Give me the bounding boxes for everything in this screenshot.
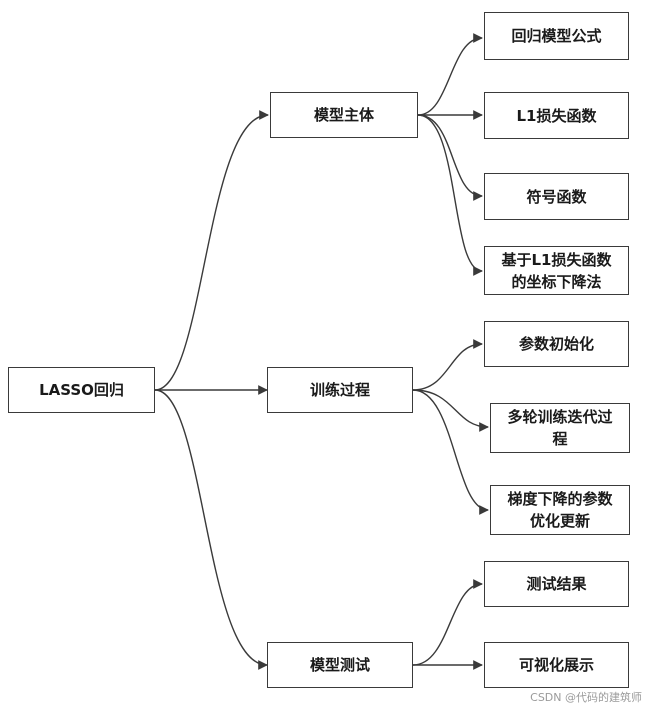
watermark: CSDN @代码的建筑师 (530, 691, 642, 704)
branch-node-training: 训练过程 (267, 367, 413, 413)
leaf-node: L1损失函数 (484, 92, 629, 139)
leaf-node: 可视化展示 (484, 642, 629, 688)
edge-root-branch-2 (154, 389, 268, 670)
leaf-node: 测试结果 (484, 561, 629, 607)
edge-b0-c2 (417, 114, 483, 201)
leaf-node: 回归模型公式 (484, 12, 629, 60)
edge-b2-c0 (412, 579, 483, 666)
edge-root-branch-0 (154, 110, 269, 391)
leaf-node: 基于L1损失函数 的坐标下降法 (484, 246, 629, 295)
root-node: LASSO回归 (8, 367, 155, 413)
edge-b0-c0 (417, 33, 483, 116)
edge-b1-c1 (412, 389, 489, 432)
branch-node-testing: 模型测试 (267, 642, 413, 688)
leaf-node: 符号函数 (484, 173, 629, 220)
edge-b0-c3 (417, 114, 483, 276)
leaf-node: 参数初始化 (484, 321, 629, 367)
branch-node-model-body: 模型主体 (270, 92, 418, 138)
leaf-node: 梯度下降的参数 优化更新 (490, 485, 630, 535)
leaf-node: 多轮训练迭代过 程 (490, 403, 630, 453)
edge-b1-c2 (412, 389, 489, 515)
edge-b1-c0 (412, 339, 483, 391)
